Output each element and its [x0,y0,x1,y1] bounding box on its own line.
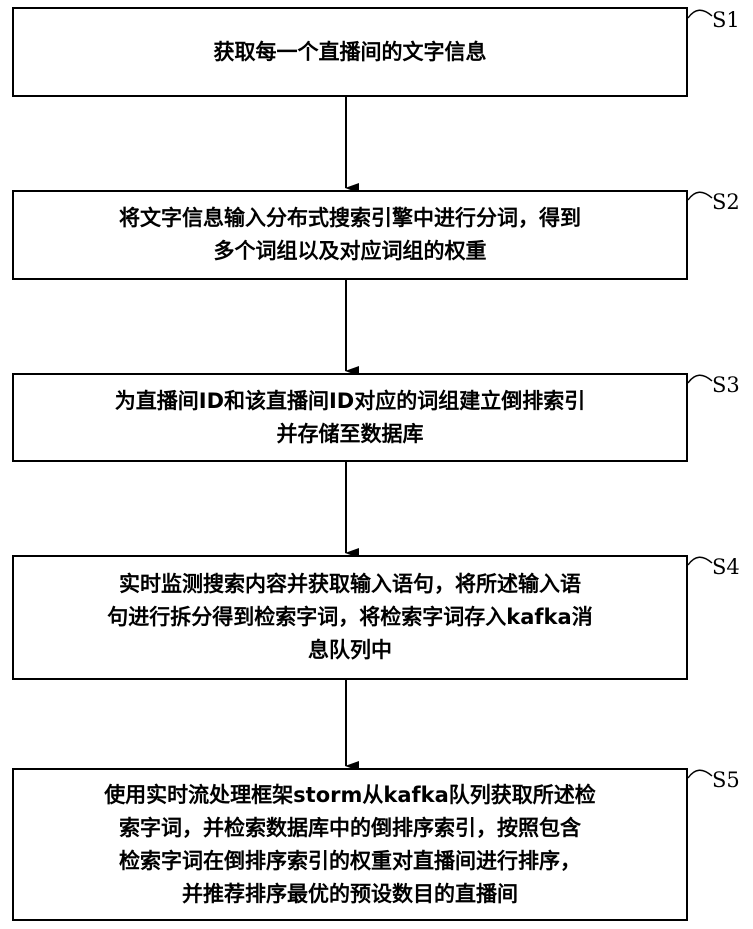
step-box-s5: 使用实时流处理框架storm从kafka队列获取所述检 索字词，并检索数据库中的… [12,768,688,921]
step-s4-line-2: 句进行拆分得到检索字词，将检索字词存入kafka消 [107,601,592,634]
step-s2-line-2: 多个词组以及对应词组的权重 [214,235,487,268]
step-tag-s4: S4 [712,556,740,578]
step-s5-line-2: 索字词，并检索数据库中的倒排序索引，按照包含 [119,812,581,845]
step-box-s2: 将文字信息输入分布式搜索引擎中进行分词，得到 多个词组以及对应词组的权重 [12,190,688,280]
step-s5-line-4: 并推荐排序最优的预设数目的直播间 [182,878,518,911]
leader-s3 [688,375,712,383]
step-box-s1: 获取每一个直播间的文字信息 [12,7,688,97]
leader-s4 [688,557,712,565]
step-s5-line-1: 使用实时流处理框架storm从kafka队列获取所述检 [104,779,596,812]
step-tag-s3: S3 [712,374,740,396]
step-s4-line-1: 实时监测搜索内容并获取输入语句，将所述输入语 [119,568,581,601]
step-tag-s2: S2 [712,191,740,213]
step-s3-line-1: 为直播间ID和该直播间ID对应的词组建立倒排索引 [115,385,586,418]
leader-s1 [688,10,712,18]
step-box-s4: 实时监测搜索内容并获取输入语句，将所述输入语 句进行拆分得到检索字词，将检索字词… [12,555,688,680]
leader-s5 [688,770,712,778]
step-s2-line-1: 将文字信息输入分布式搜索引擎中进行分词，得到 [119,202,581,235]
leader-s2 [688,192,712,200]
step-s1-line: 获取每一个直播间的文字信息 [214,36,487,69]
step-box-s3: 为直播间ID和该直播间ID对应的词组建立倒排索引 并存储至数据库 [12,373,688,462]
step-s4-line-3: 息队列中 [308,634,392,667]
step-s5-line-3: 检索字词在倒排序索引的权重对直播间进行排序， [119,845,581,878]
step-tag-s1: S1 [712,9,740,31]
step-tag-s5: S5 [712,769,740,791]
step-s3-line-2: 并存储至数据库 [277,418,424,451]
